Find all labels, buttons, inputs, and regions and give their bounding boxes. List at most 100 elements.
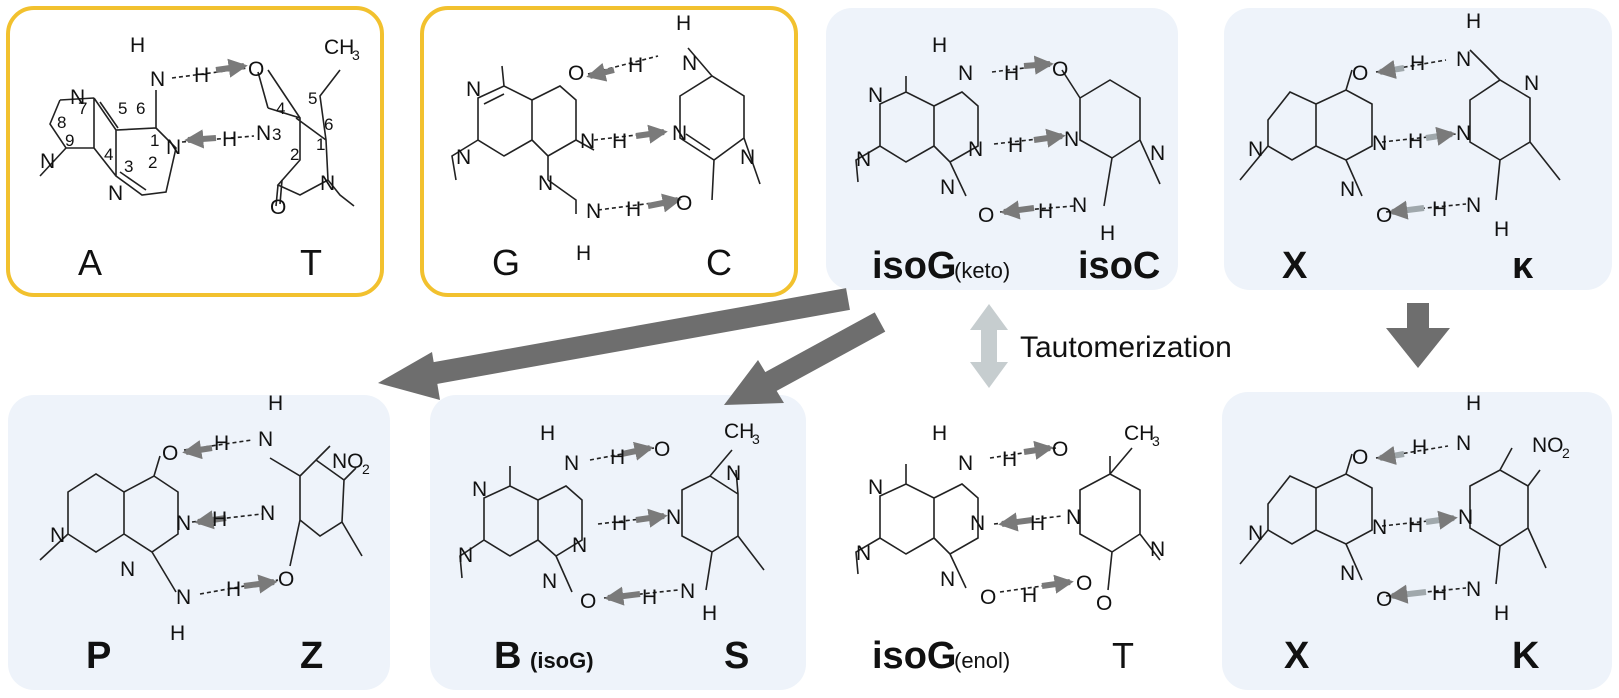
svg-text:2: 2 bbox=[1562, 445, 1570, 461]
svg-text:1: 1 bbox=[316, 135, 325, 154]
svg-text:H: H bbox=[932, 422, 947, 445]
svg-text:N: N bbox=[256, 122, 271, 145]
svg-text:3: 3 bbox=[272, 125, 281, 144]
svg-text:N: N bbox=[970, 512, 985, 535]
pair-label-left-sub: (isoG) bbox=[530, 648, 594, 673]
svg-text:H: H bbox=[268, 392, 283, 415]
svg-text:N: N bbox=[1066, 506, 1081, 529]
svg-text:H: H bbox=[130, 34, 145, 57]
svg-text:H: H bbox=[1008, 134, 1023, 157]
pair-label-left: A bbox=[78, 242, 102, 283]
svg-text:H: H bbox=[628, 54, 643, 77]
pair-label-right: C bbox=[706, 242, 732, 283]
svg-text:H: H bbox=[676, 12, 691, 35]
svg-text:H: H bbox=[194, 64, 209, 87]
svg-text:O: O bbox=[568, 62, 584, 85]
pair-label-right: T bbox=[1112, 635, 1134, 676]
svg-text:N: N bbox=[176, 586, 191, 609]
pair-label-left: G bbox=[492, 242, 520, 283]
svg-text:9: 9 bbox=[65, 131, 74, 150]
svg-text:N: N bbox=[1466, 578, 1481, 601]
svg-text:N: N bbox=[456, 146, 471, 169]
svg-text:N: N bbox=[868, 84, 883, 107]
svg-text:N: N bbox=[1150, 538, 1165, 561]
svg-text:N: N bbox=[466, 78, 481, 101]
panel-p-z bbox=[8, 395, 390, 690]
arrow-to-pz bbox=[378, 288, 850, 400]
svg-text:H: H bbox=[1038, 200, 1053, 223]
svg-text:3: 3 bbox=[124, 157, 133, 176]
svg-text:4: 4 bbox=[104, 145, 113, 164]
svg-text:N: N bbox=[1340, 178, 1355, 201]
svg-text:H: H bbox=[702, 602, 717, 625]
panel-gc bbox=[420, 6, 798, 297]
svg-text:N: N bbox=[958, 62, 973, 85]
svg-text:N: N bbox=[940, 568, 955, 591]
pair-label-left: isoG bbox=[872, 635, 956, 677]
svg-text:N: N bbox=[856, 542, 871, 565]
svg-text:O: O bbox=[580, 590, 596, 613]
svg-text:N: N bbox=[1466, 194, 1481, 217]
arrow-down-x bbox=[1386, 303, 1450, 368]
svg-text:N: N bbox=[1064, 128, 1079, 151]
svg-text:O: O bbox=[978, 204, 994, 227]
svg-text:N: N bbox=[472, 478, 487, 501]
structure-p-z bbox=[39, 439, 363, 595]
svg-text:CH: CH bbox=[1124, 422, 1154, 445]
pair-label-right: isoC bbox=[1078, 245, 1160, 287]
svg-text:O: O bbox=[278, 568, 294, 591]
pair-label-right: T bbox=[300, 242, 322, 283]
svg-text:N: N bbox=[538, 172, 553, 195]
svg-text:6: 6 bbox=[324, 115, 333, 134]
svg-text:N: N bbox=[1524, 72, 1539, 95]
pair-label-left: X bbox=[1284, 635, 1310, 677]
svg-text:N: N bbox=[564, 452, 579, 475]
svg-text:N: N bbox=[542, 570, 557, 593]
svg-text:O: O bbox=[1352, 446, 1368, 469]
panel-x-k bbox=[1222, 392, 1612, 690]
svg-text:H: H bbox=[1432, 198, 1447, 221]
svg-text:N: N bbox=[1150, 142, 1165, 165]
hbond-arrow bbox=[604, 441, 668, 606]
svg-text:2: 2 bbox=[290, 145, 299, 164]
svg-text:O: O bbox=[248, 58, 264, 81]
svg-text:N: N bbox=[726, 462, 741, 485]
svg-text:N: N bbox=[176, 512, 191, 535]
pair-label-left-sub: (keto) bbox=[954, 258, 1010, 283]
svg-text:N: N bbox=[572, 534, 587, 557]
svg-text:N: N bbox=[1456, 48, 1471, 71]
svg-text:8: 8 bbox=[57, 113, 66, 132]
svg-text:H: H bbox=[612, 512, 627, 535]
svg-text:O: O bbox=[162, 442, 178, 465]
svg-text:O: O bbox=[1076, 572, 1092, 595]
structure-isog-isoc bbox=[855, 63, 1161, 213]
panel-at bbox=[6, 6, 384, 297]
svg-text:H: H bbox=[214, 432, 229, 455]
hbond-arrow bbox=[998, 440, 1074, 594]
svg-text:H: H bbox=[612, 130, 627, 153]
svg-text:N: N bbox=[150, 68, 165, 91]
svg-text:H: H bbox=[642, 586, 657, 609]
svg-text:O: O bbox=[1352, 62, 1368, 85]
pair-label-left: B bbox=[494, 635, 521, 677]
svg-text:5: 5 bbox=[118, 99, 127, 118]
atom-numbers-t: 4 5 6 1 2 3 bbox=[272, 89, 333, 164]
svg-text:O: O bbox=[1096, 592, 1112, 615]
svg-text:H: H bbox=[1494, 602, 1509, 625]
svg-text:3: 3 bbox=[1152, 433, 1160, 449]
pair-label-left: X bbox=[1282, 245, 1308, 287]
svg-text:N: N bbox=[50, 524, 65, 547]
svg-text:N: N bbox=[1372, 132, 1387, 155]
svg-text:3: 3 bbox=[352, 47, 360, 63]
svg-text:O: O bbox=[1376, 204, 1392, 227]
svg-text:N: N bbox=[320, 172, 335, 195]
tautomerization-arrow bbox=[970, 304, 1008, 388]
structure-x-kappa bbox=[1239, 49, 1561, 213]
hbond-arrow bbox=[182, 440, 278, 594]
svg-text:4: 4 bbox=[276, 99, 285, 118]
